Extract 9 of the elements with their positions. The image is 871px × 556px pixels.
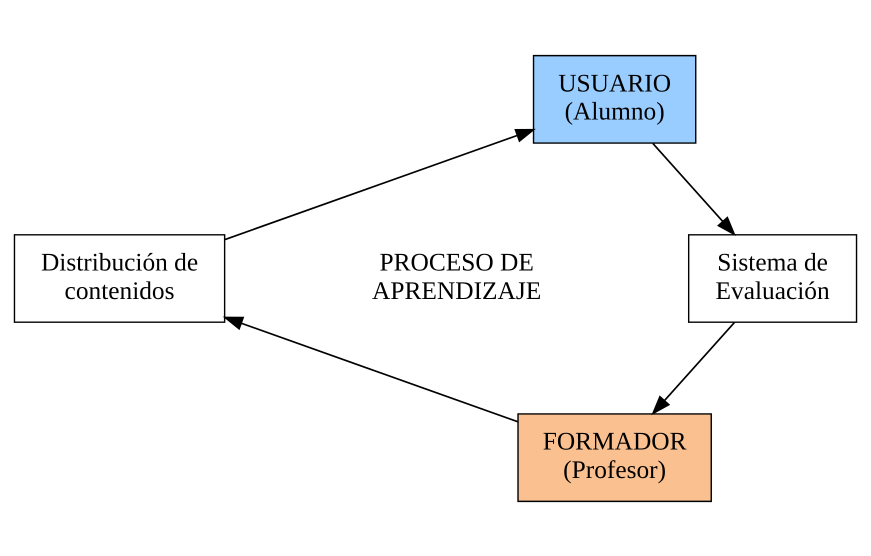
arrow (224, 128, 536, 240)
label: PROCESO DE APRENDIZAJE (372, 248, 542, 304)
arrow (651, 322, 735, 415)
node-box: USUARIO (Alumno) (532, 54, 696, 144)
arrow (222, 316, 518, 422)
node-box: Sistema de Evaluación (688, 234, 858, 322)
node-box: FORMADOR (Profesor) (517, 412, 712, 502)
arrow (652, 142, 736, 236)
node-box: Distribución de contenidos (14, 234, 226, 322)
